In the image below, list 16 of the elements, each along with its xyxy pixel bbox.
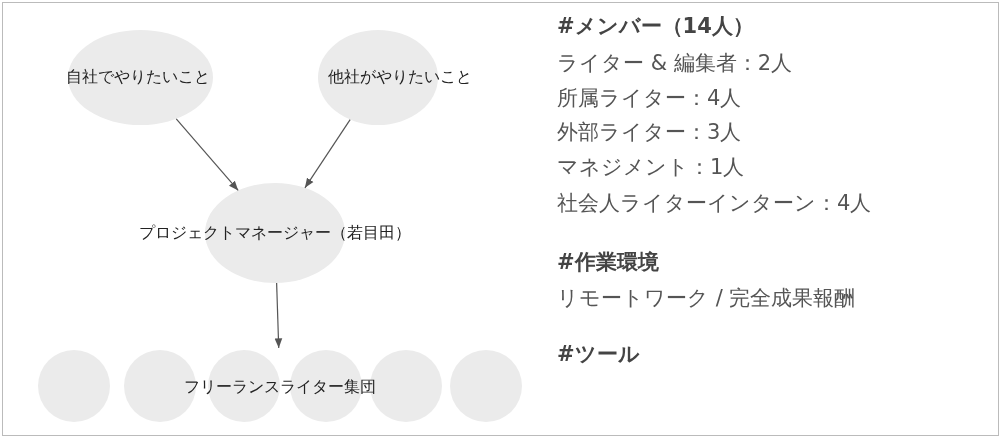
arrow xyxy=(175,118,239,192)
node-label: 他社がやりたいこと xyxy=(328,67,472,88)
arrow xyxy=(304,118,351,189)
arrow xyxy=(274,282,283,349)
section-heading: #作業環境 xyxy=(557,249,659,276)
info-text: 社会人ライターインターン：4人 xyxy=(557,190,872,217)
info-text: リモートワーク / 完全成果報酬 xyxy=(557,285,856,312)
info-text: 外部ライター：3人 xyxy=(557,119,742,146)
info-text: 所属ライター：4人 xyxy=(557,85,742,112)
info-text: マネジメント：1人 xyxy=(557,154,745,181)
info-text: ライター & 編集者：2人 xyxy=(557,50,793,77)
section-heading: #ツール xyxy=(557,341,640,368)
node-label: フリーランスライター集団 xyxy=(184,376,376,398)
section-heading: #メンバー（14人） xyxy=(557,13,754,40)
node-label: 自社でやりたいこと xyxy=(65,67,210,88)
node-label: プロジェクトマネージャー（若目田） xyxy=(139,222,411,244)
